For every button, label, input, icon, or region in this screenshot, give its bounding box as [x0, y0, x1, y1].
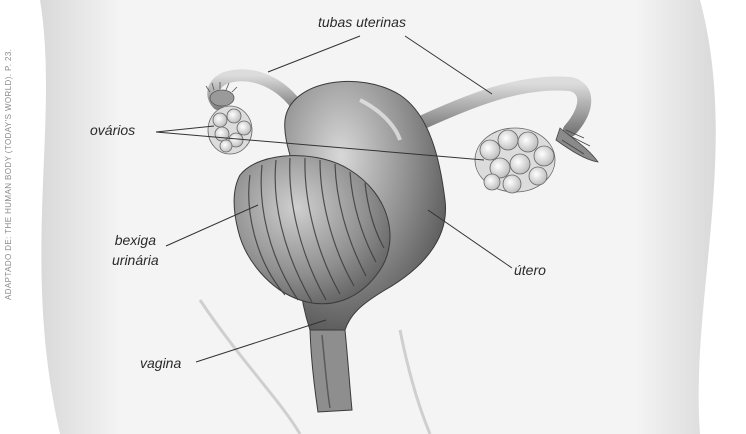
source-credit: ADAPTADO DE: THE HUMAN BODY (TODAY'S WOR… [4, 282, 13, 300]
label-bladder-line2: urinária [112, 250, 159, 270]
label-ovaries: ovários [90, 122, 135, 138]
vagina [310, 330, 352, 412]
label-bladder: bexiga urinária [112, 230, 159, 270]
left-ovary [208, 106, 252, 154]
label-fallopian-tubes: tubas uterinas [318, 14, 406, 30]
right-ovary [475, 128, 555, 193]
label-vagina: vagina [140, 355, 181, 371]
label-uterus: útero [514, 262, 546, 278]
label-bladder-line1: bexiga [112, 230, 159, 250]
